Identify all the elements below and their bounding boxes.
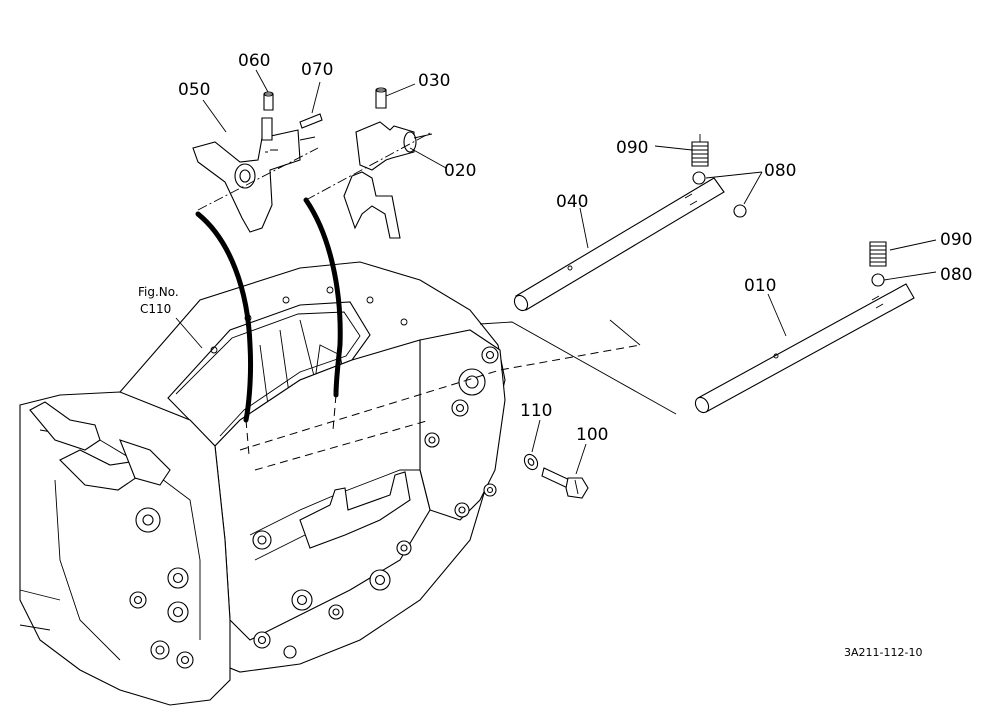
spring-090-upper <box>691 134 709 167</box>
callout-040: 040 <box>556 192 588 212</box>
callout-030: 030 <box>418 71 450 91</box>
figure-reference-line2: C110 <box>140 302 171 316</box>
spring-090-lower <box>869 241 887 267</box>
callout-060: 060 <box>238 51 270 71</box>
callout-010: 010 <box>744 276 776 296</box>
ball-080-lower <box>871 273 885 287</box>
pin-060 <box>263 91 274 111</box>
rod-leader-lines <box>479 319 677 415</box>
callout-080-upper: 080 <box>764 161 796 181</box>
callout-020: 020 <box>444 161 476 181</box>
callout-090-upper: 090 <box>616 138 648 158</box>
figure-reference-line1: Fig.No. <box>138 285 179 299</box>
routing-arc-right <box>303 197 343 398</box>
shift-fork-020 <box>343 89 433 239</box>
callout-100: 100 <box>576 425 608 445</box>
drawing-code: 3A211-112-10 <box>844 646 922 659</box>
callout-070: 070 <box>301 60 333 80</box>
callout-leaders <box>175 69 937 475</box>
callout-050: 050 <box>178 80 210 100</box>
ball-080-upper <box>692 171 747 218</box>
pin-070 <box>299 113 323 129</box>
shift-fork-050 <box>192 117 316 233</box>
callout-110: 110 <box>520 401 552 421</box>
transmission-case <box>19 261 641 706</box>
shift-rod-040 <box>513 177 725 312</box>
shift-rod-010 <box>694 283 915 414</box>
bolt-100 <box>541 467 589 499</box>
routing-arc-left <box>195 211 254 423</box>
washer-110 <box>523 453 539 471</box>
callout-080-lower: 080 <box>940 265 972 285</box>
pin-030 <box>375 87 387 93</box>
fork-axis-lines <box>197 131 433 211</box>
callout-090-lower: 090 <box>940 230 972 250</box>
